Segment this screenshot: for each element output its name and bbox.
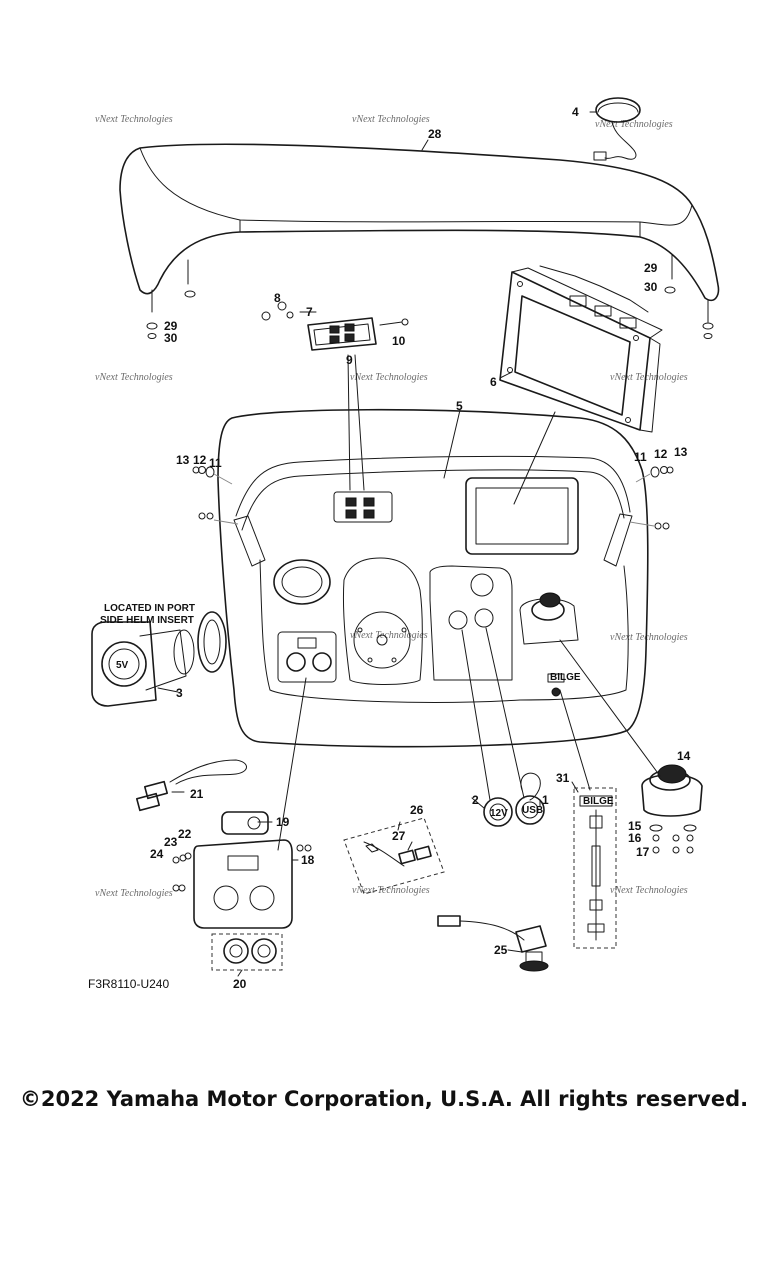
watermark: vNext Technologies (352, 114, 430, 125)
helm-visor (119, 143, 720, 339)
usb-harness (135, 759, 247, 812)
callout-26: 26 (410, 803, 424, 817)
callout-18: 18 (301, 853, 315, 867)
bilge-label: BILGE (583, 796, 614, 807)
callout-2: 2 (472, 793, 479, 807)
callout-28: 28 (428, 127, 442, 141)
callout-29: 29 (644, 261, 658, 275)
callouts: 4 28 29 30 29 30 8 7 9 10 6 5 13 12 11 1… (150, 105, 691, 991)
watermark: vNext Technologies (95, 888, 173, 899)
note-line-1: LOCATED IN PORT (104, 603, 195, 614)
callout-15: 15 (628, 819, 642, 833)
12v-label: 12V (490, 808, 508, 819)
callout-24: 24 (150, 847, 164, 861)
callout-7: 7 (306, 305, 313, 319)
callout-6: 6 (490, 375, 497, 389)
callout-11: 11 (209, 456, 222, 470)
note-line-2: SIDE HELM INSERT (100, 615, 194, 626)
callout-25: 25 (494, 943, 508, 957)
callout-17: 17 (636, 845, 650, 859)
watermark: vNext Technologies (352, 885, 430, 896)
power-sockets: 12V USB (483, 772, 545, 827)
callout-13: 13 (674, 445, 688, 459)
usb-label: USB (522, 805, 543, 816)
callout-4: 4 (572, 105, 579, 119)
callout-10: 10 (392, 334, 406, 348)
callout-30: 30 (164, 331, 178, 345)
watermark: vNext Technologies (610, 372, 688, 383)
callout-11: 11 (634, 450, 647, 464)
callout-16: 16 (628, 831, 642, 845)
gps-antenna (593, 97, 641, 161)
joystick-assembly (641, 764, 703, 854)
5v-label: 5V (116, 660, 129, 671)
switch-plate-assembly (172, 811, 312, 971)
callout-3: 3 (176, 686, 183, 700)
callout-14: 14 (677, 749, 691, 763)
usb-socket-assembly: 5V (91, 611, 227, 707)
callout-19: 19 (276, 815, 290, 829)
callout-31: 31 (556, 771, 570, 785)
callout-12: 12 (654, 447, 668, 461)
helm-console (198, 408, 670, 748)
callout-9: 9 (346, 353, 353, 367)
callout-30: 30 (644, 280, 658, 294)
watermark: vNext Technologies (95, 114, 173, 125)
callout-13: 13 (176, 453, 190, 467)
callout-5: 5 (456, 399, 463, 413)
leader-lines (157, 111, 661, 977)
transducer (437, 915, 549, 972)
watermark: vNext Technologies (350, 630, 428, 641)
callout-1: 1 (542, 793, 549, 807)
watermark: vNext Technologies (350, 372, 428, 383)
harness-kit (343, 817, 445, 895)
drawing-code: F3R8110-U240 (88, 977, 169, 991)
switch-panel (261, 301, 409, 351)
callout-21: 21 (190, 787, 204, 801)
fasteners (192, 466, 674, 527)
callout-23: 23 (164, 835, 178, 849)
callout-20: 20 (233, 977, 247, 991)
callout-22: 22 (178, 827, 192, 841)
watermark: vNext Technologies (610, 885, 688, 896)
callout-8: 8 (274, 291, 281, 305)
bilge-harness: BILGE (573, 787, 617, 949)
callout-12: 12 (193, 453, 207, 467)
copyright-notice: ©2022 Yamaha Motor Corporation, U.S.A. A… (19, 1087, 749, 1111)
watermark: vNext Technologies (595, 119, 673, 130)
callout-27: 27 (392, 829, 406, 843)
multifunction-display (499, 265, 663, 433)
bilge-switch-label: BILGE (550, 672, 581, 683)
callout-29: 29 (164, 319, 178, 333)
watermark: vNext Technologies (610, 632, 688, 643)
watermark: vNext Technologies (95, 372, 173, 383)
watermarks: vNext Technologies vNext Technologies vN… (95, 114, 688, 899)
